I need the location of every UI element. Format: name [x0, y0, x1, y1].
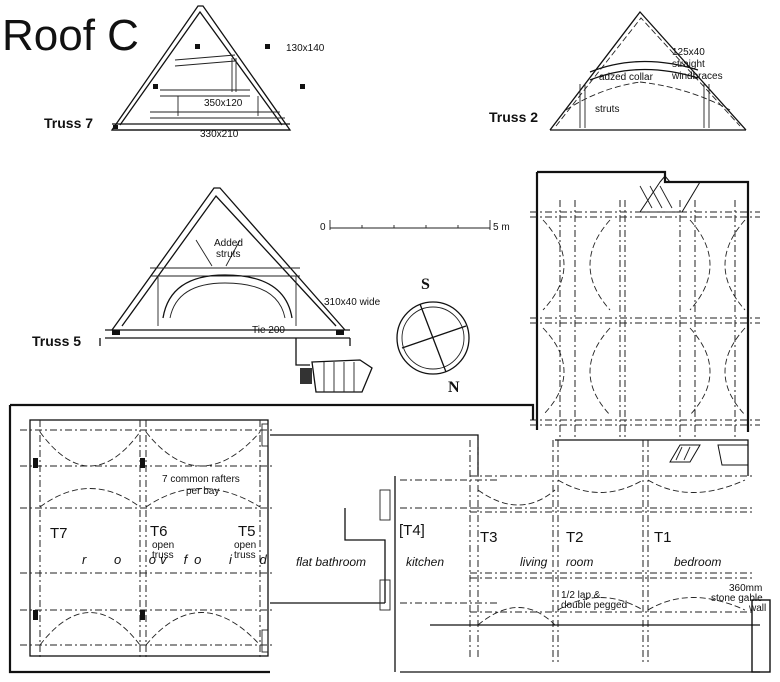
- truss-2-collar-label: adzed collar: [599, 72, 654, 83]
- truss-2-struts-label: struts: [595, 104, 619, 115]
- room-room: room: [566, 555, 593, 569]
- truss-5-added-2: struts: [216, 249, 240, 260]
- t5-open-label: open: [234, 540, 256, 551]
- room-flat-bathroom: flat bathroom: [296, 555, 366, 569]
- lap-note-1: 1/2 lap &: [561, 590, 601, 601]
- main-floor-plan: [8, 403, 771, 674]
- truss-2-dim-3: windbraces: [671, 71, 723, 82]
- truss-label-t3: T3: [480, 529, 498, 546]
- t6-open-label: open: [152, 540, 174, 551]
- truss-7-dim-tie: 330x210: [200, 129, 239, 140]
- truss-label-t1: T1: [654, 529, 672, 546]
- truss-5-tie-label: Tie 200: [252, 325, 285, 336]
- compass-south: S: [421, 276, 430, 293]
- compass-north: N: [448, 379, 460, 396]
- truss-2-dim-1: 125x40: [672, 47, 705, 58]
- page-title: Roof C: [2, 11, 139, 60]
- truss-label-t2: T2: [566, 529, 584, 546]
- scale-zero-label: 0: [320, 222, 326, 233]
- scale-end-label: 5 m: [493, 222, 510, 233]
- room-bedroom: bedroom: [674, 555, 721, 569]
- gable-note-3: wall: [748, 603, 766, 614]
- scale-bar: [329, 220, 491, 230]
- truss-label-t5: T5: [238, 523, 256, 540]
- rafters-note-1: 7 common rafters: [162, 474, 240, 485]
- truss-label-t7: T7: [50, 525, 68, 542]
- truss-7-dim-rafter: 130x140: [286, 43, 325, 54]
- roof-void-void: v o i d: [160, 552, 279, 567]
- truss-2-dim-2: straight: [672, 59, 705, 70]
- truss-label-t6: T6: [150, 523, 168, 540]
- lap-note-2: double pegged: [561, 600, 627, 611]
- room-kitchen: kitchen: [406, 555, 444, 569]
- truss-7-drawing: [110, 5, 305, 131]
- truss-2-drawing: [549, 10, 747, 131]
- room-living: living: [520, 555, 548, 569]
- truss-5-wide-label: 310x40 wide: [324, 297, 381, 308]
- truss-7-dim-collar: 350x120: [204, 98, 243, 109]
- upper-wing-plan: [530, 170, 760, 438]
- gable-note-1: 360mm: [729, 583, 762, 594]
- truss-7-label: Truss 7: [44, 115, 93, 131]
- truss-2-label: Truss 2: [489, 109, 538, 125]
- compass-rose: [396, 301, 470, 375]
- truss-label-t4: [T4]: [399, 522, 425, 539]
- rafters-note-2: per bay: [186, 486, 219, 497]
- truss-5-added-1: Added: [214, 238, 243, 249]
- truss-5-label: Truss 5: [32, 333, 81, 349]
- gable-note-2: stone gable: [711, 593, 763, 604]
- roof-void-roof: r o o f: [82, 552, 199, 567]
- truss-5-drawing: [99, 187, 373, 393]
- t6-truss-label: truss: [152, 550, 174, 561]
- t5-truss-label: truss: [234, 550, 256, 561]
